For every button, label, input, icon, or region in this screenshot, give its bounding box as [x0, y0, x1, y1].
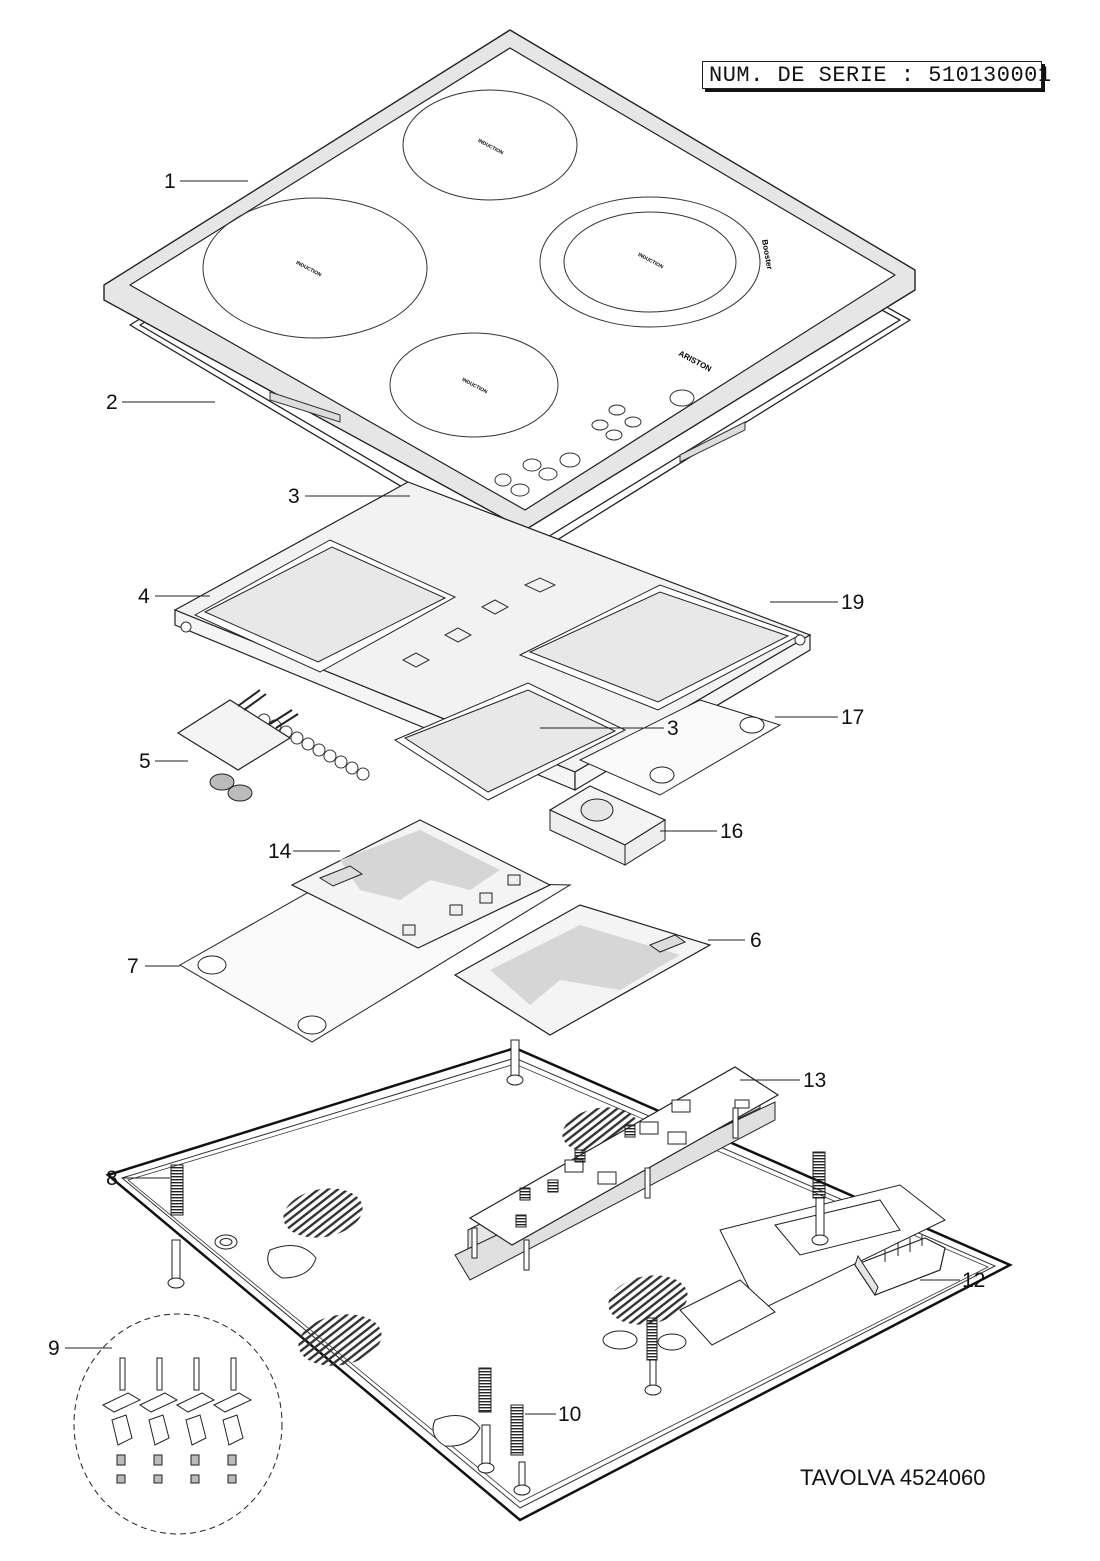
callout-12: 12: [962, 1269, 986, 1292]
fixing-bracket-kit: [73, 1313, 283, 1535]
model-title: TAVOLVA 4524060: [800, 1465, 986, 1490]
callout-8: 8: [106, 1167, 118, 1190]
terminal-block: [854, 1234, 946, 1297]
spring-8: [170, 1164, 184, 1216]
callout-10: 10: [558, 1403, 582, 1426]
spring-10: [510, 1404, 524, 1456]
callout-7: 7: [127, 955, 139, 978]
callout-13: 13: [803, 1069, 827, 1092]
callout-14: 14: [268, 840, 292, 863]
serial-number-label: NUM. DE SERIE : 510130001: [702, 61, 1051, 89]
callout-19: 19: [841, 591, 865, 614]
callout-5: 5: [139, 750, 151, 773]
touch-controls: [494, 389, 695, 497]
glass-ceramic-top: INDUCTION INDUCTION INDUCTION INDUCTION …: [103, 29, 916, 531]
callout-1: 1: [164, 170, 176, 193]
callout-2: 2: [106, 391, 118, 414]
control-board: [454, 1066, 780, 1281]
base-pan: [105, 1039, 1013, 1522]
cooking-zone-rear: [402, 89, 578, 201]
leader-lines: [65, 180, 960, 1415]
callout-4: 4: [138, 585, 150, 608]
filter-board: [176, 689, 299, 802]
springs: [170, 1151, 826, 1456]
callout-3b: 3: [667, 717, 679, 740]
cooling-fan: [548, 785, 667, 866]
callout-6: 6: [750, 929, 762, 952]
cooking-zone-front: [389, 332, 559, 438]
callout-3: 3: [288, 485, 300, 508]
power-board-right: [453, 904, 712, 1036]
callout-16: 16: [720, 820, 744, 843]
cooking-zone-left: [202, 197, 428, 339]
callout-9: 9: [48, 1337, 60, 1360]
callout-17: 17: [841, 706, 865, 729]
cooking-zone-right: [539, 196, 761, 328]
power-board-left: [290, 819, 552, 949]
